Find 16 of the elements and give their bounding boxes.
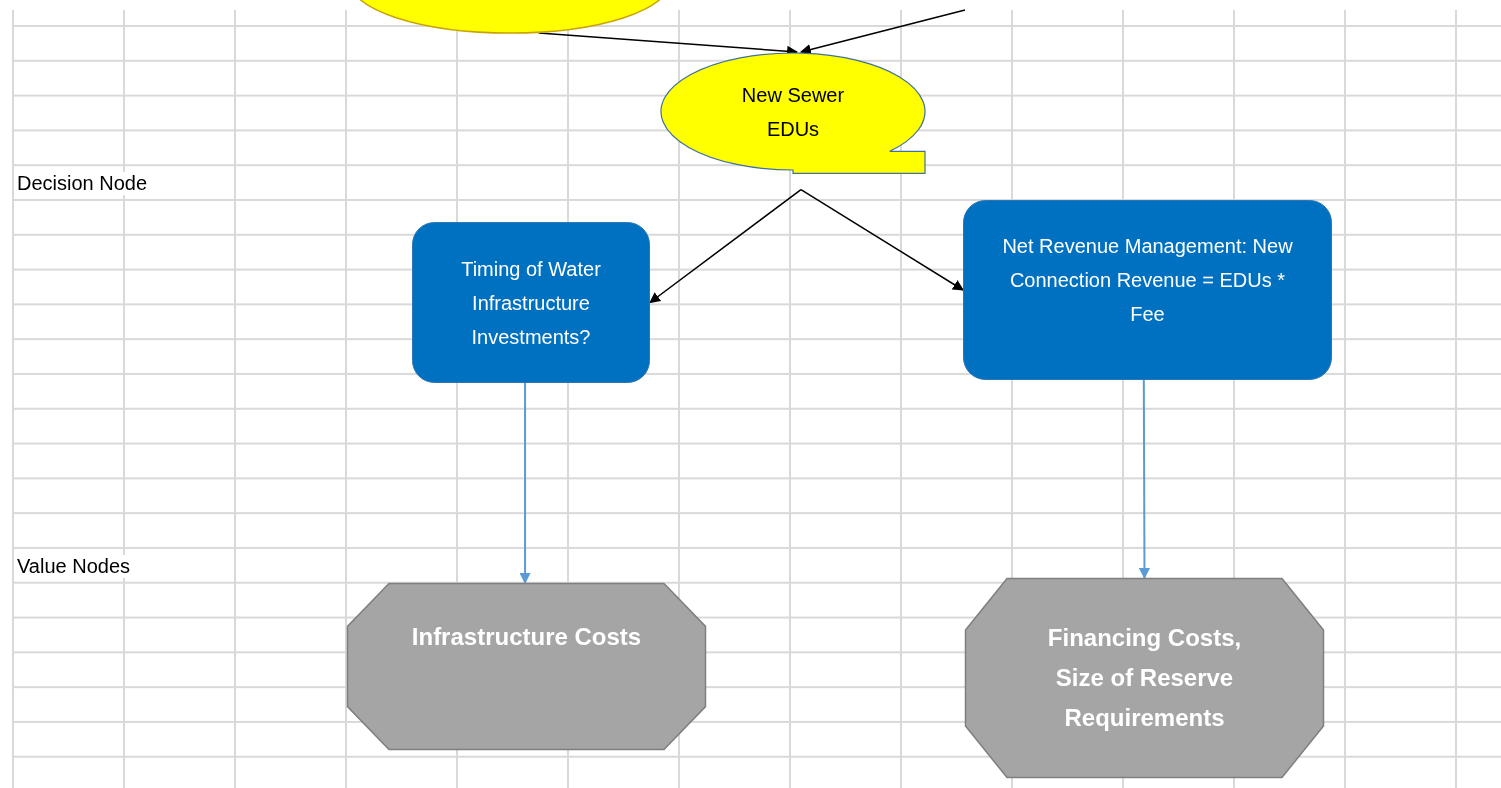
value-octagon (347, 583, 706, 750)
value-octagon (965, 578, 1324, 778)
node-text: Timing of Water Infrastructure Investments? (460, 256, 602, 350)
arrow (649, 188, 802, 304)
node-text: Financing Costs, Size of Reserve Requirements (1046, 623, 1243, 733)
node-text: Net Revenue Management: New Connection Revenue = EDUs * Fee (1001, 234, 1294, 327)
row-label: Value Nodes (17, 555, 131, 578)
arrow (519, 382, 531, 585)
arrow (799, 9, 966, 55)
row-label: Decision Node (17, 172, 148, 195)
arrow (800, 188, 964, 291)
node-text: New Sewer EDUs (740, 82, 846, 142)
node-text: Infrastructure Costs (411, 622, 642, 652)
decision-box (963, 200, 1332, 380)
arrow (1138, 379, 1150, 580)
decision-box (412, 222, 650, 383)
